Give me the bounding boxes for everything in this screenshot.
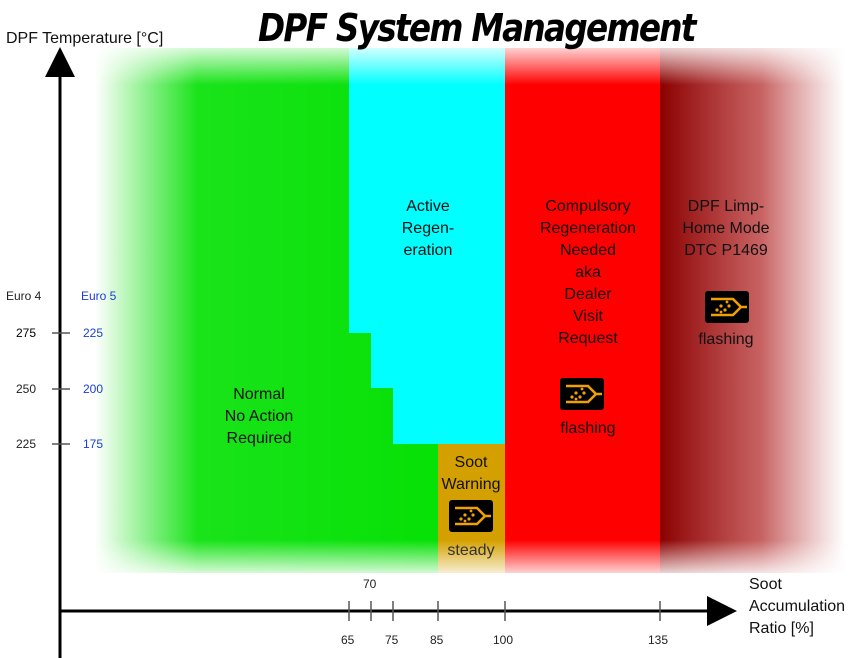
y-tick-label: 225 [16,437,37,451]
x-tick-label: 85 [430,633,444,647]
dpf-warning-icon [560,378,604,410]
compulsory-regeneration-label: Compulsory Regeneration Needed aka Deale… [539,198,637,347]
x-tick-label: 70 [363,577,377,591]
x-axis-label: Soot Accumulation Ratio [%] [749,576,846,637]
limp-home-label: DPF Limp- Home Mode DTC P1469 [682,198,770,259]
dpf-warning-icon [449,500,493,532]
x-tick-label: 75 [385,633,399,647]
euro5-label: Euro 5 [81,289,117,303]
y-tick-label: 250 [16,382,37,396]
euro4-label: Euro 4 [6,289,42,303]
soot-warning-label: Soot Warning [441,454,501,493]
y-tick-label: 275 [16,326,37,340]
limp-home-zone [660,48,845,573]
page-title: DPF System Management [258,6,696,50]
y-tick-label: 200 [83,382,104,396]
soot-warning-status: steady [447,542,495,559]
x-tick-label: 135 [648,633,669,647]
y-tick-label: 225 [83,326,104,340]
y-tick-label: 175 [83,437,104,451]
compulsory-status: flashing [560,420,616,437]
dpf-warning-icon [705,291,749,323]
x-tick-label: 100 [493,633,514,647]
limp-home-status: flashing [698,331,754,348]
normal-zone-label: Normal No Action Required [224,386,294,447]
active-regeneration-label: Active Regen- eration [401,198,455,259]
active-regeneration-zone [349,48,505,444]
y-axis-label: DPF Temperature [°C] [6,30,164,47]
compulsory-zone [505,48,660,573]
x-tick-label: 65 [341,633,355,647]
